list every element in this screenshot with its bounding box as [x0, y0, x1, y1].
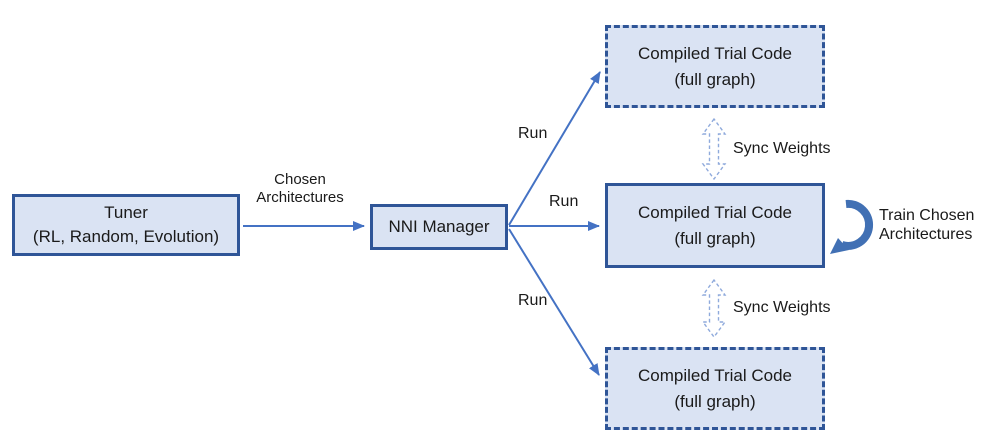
label-run-middle: Run — [549, 193, 579, 210]
label-run-bottom: Run — [518, 292, 548, 309]
tuner-label-line1: Tuner — [104, 203, 148, 222]
tuner-label-line2: (RL, Random, Evolution) — [32, 227, 220, 246]
trial-bottom-line2: (full graph) — [674, 391, 756, 411]
trial-bottom-line1: Compiled Trial Code — [637, 365, 792, 385]
nni-manager-label: NNI Manager — [388, 217, 490, 236]
trial-top-line1: Compiled Trial Code — [637, 43, 792, 63]
edge-nni-to-trial-bottom — [508, 228, 600, 376]
label-chosen-architectures: Chosen Architectures — [256, 171, 344, 206]
sync-weights-arrow-bottom-icon — [701, 278, 727, 339]
edge-nni-to-trial-top — [508, 71, 601, 226]
node-trial-top: Compiled Trial Code (full graph) — [605, 25, 825, 108]
trial-middle-line2: (full graph) — [674, 228, 756, 248]
trial-middle-line1: Compiled Trial Code — [637, 202, 792, 222]
label-sync-weights-bottom: Sync Weights — [733, 299, 831, 316]
sync-weights-arrow-top-icon — [701, 117, 727, 181]
node-trial-bottom: Compiled Trial Code (full graph) — [605, 347, 825, 430]
trial-top-line2: (full graph) — [674, 69, 756, 89]
node-tuner: Tuner (RL, Random, Evolution) — [12, 194, 240, 256]
label-sync-weights-top: Sync Weights — [733, 140, 831, 157]
node-nni-manager: NNI Manager — [370, 204, 508, 250]
node-trial-middle: Compiled Trial Code (full graph) — [605, 183, 825, 268]
label-train-chosen-architectures: Train Chosen Architectures — [879, 207, 975, 243]
label-run-top: Run — [518, 125, 548, 142]
train-loop-arrow-icon — [830, 199, 874, 254]
